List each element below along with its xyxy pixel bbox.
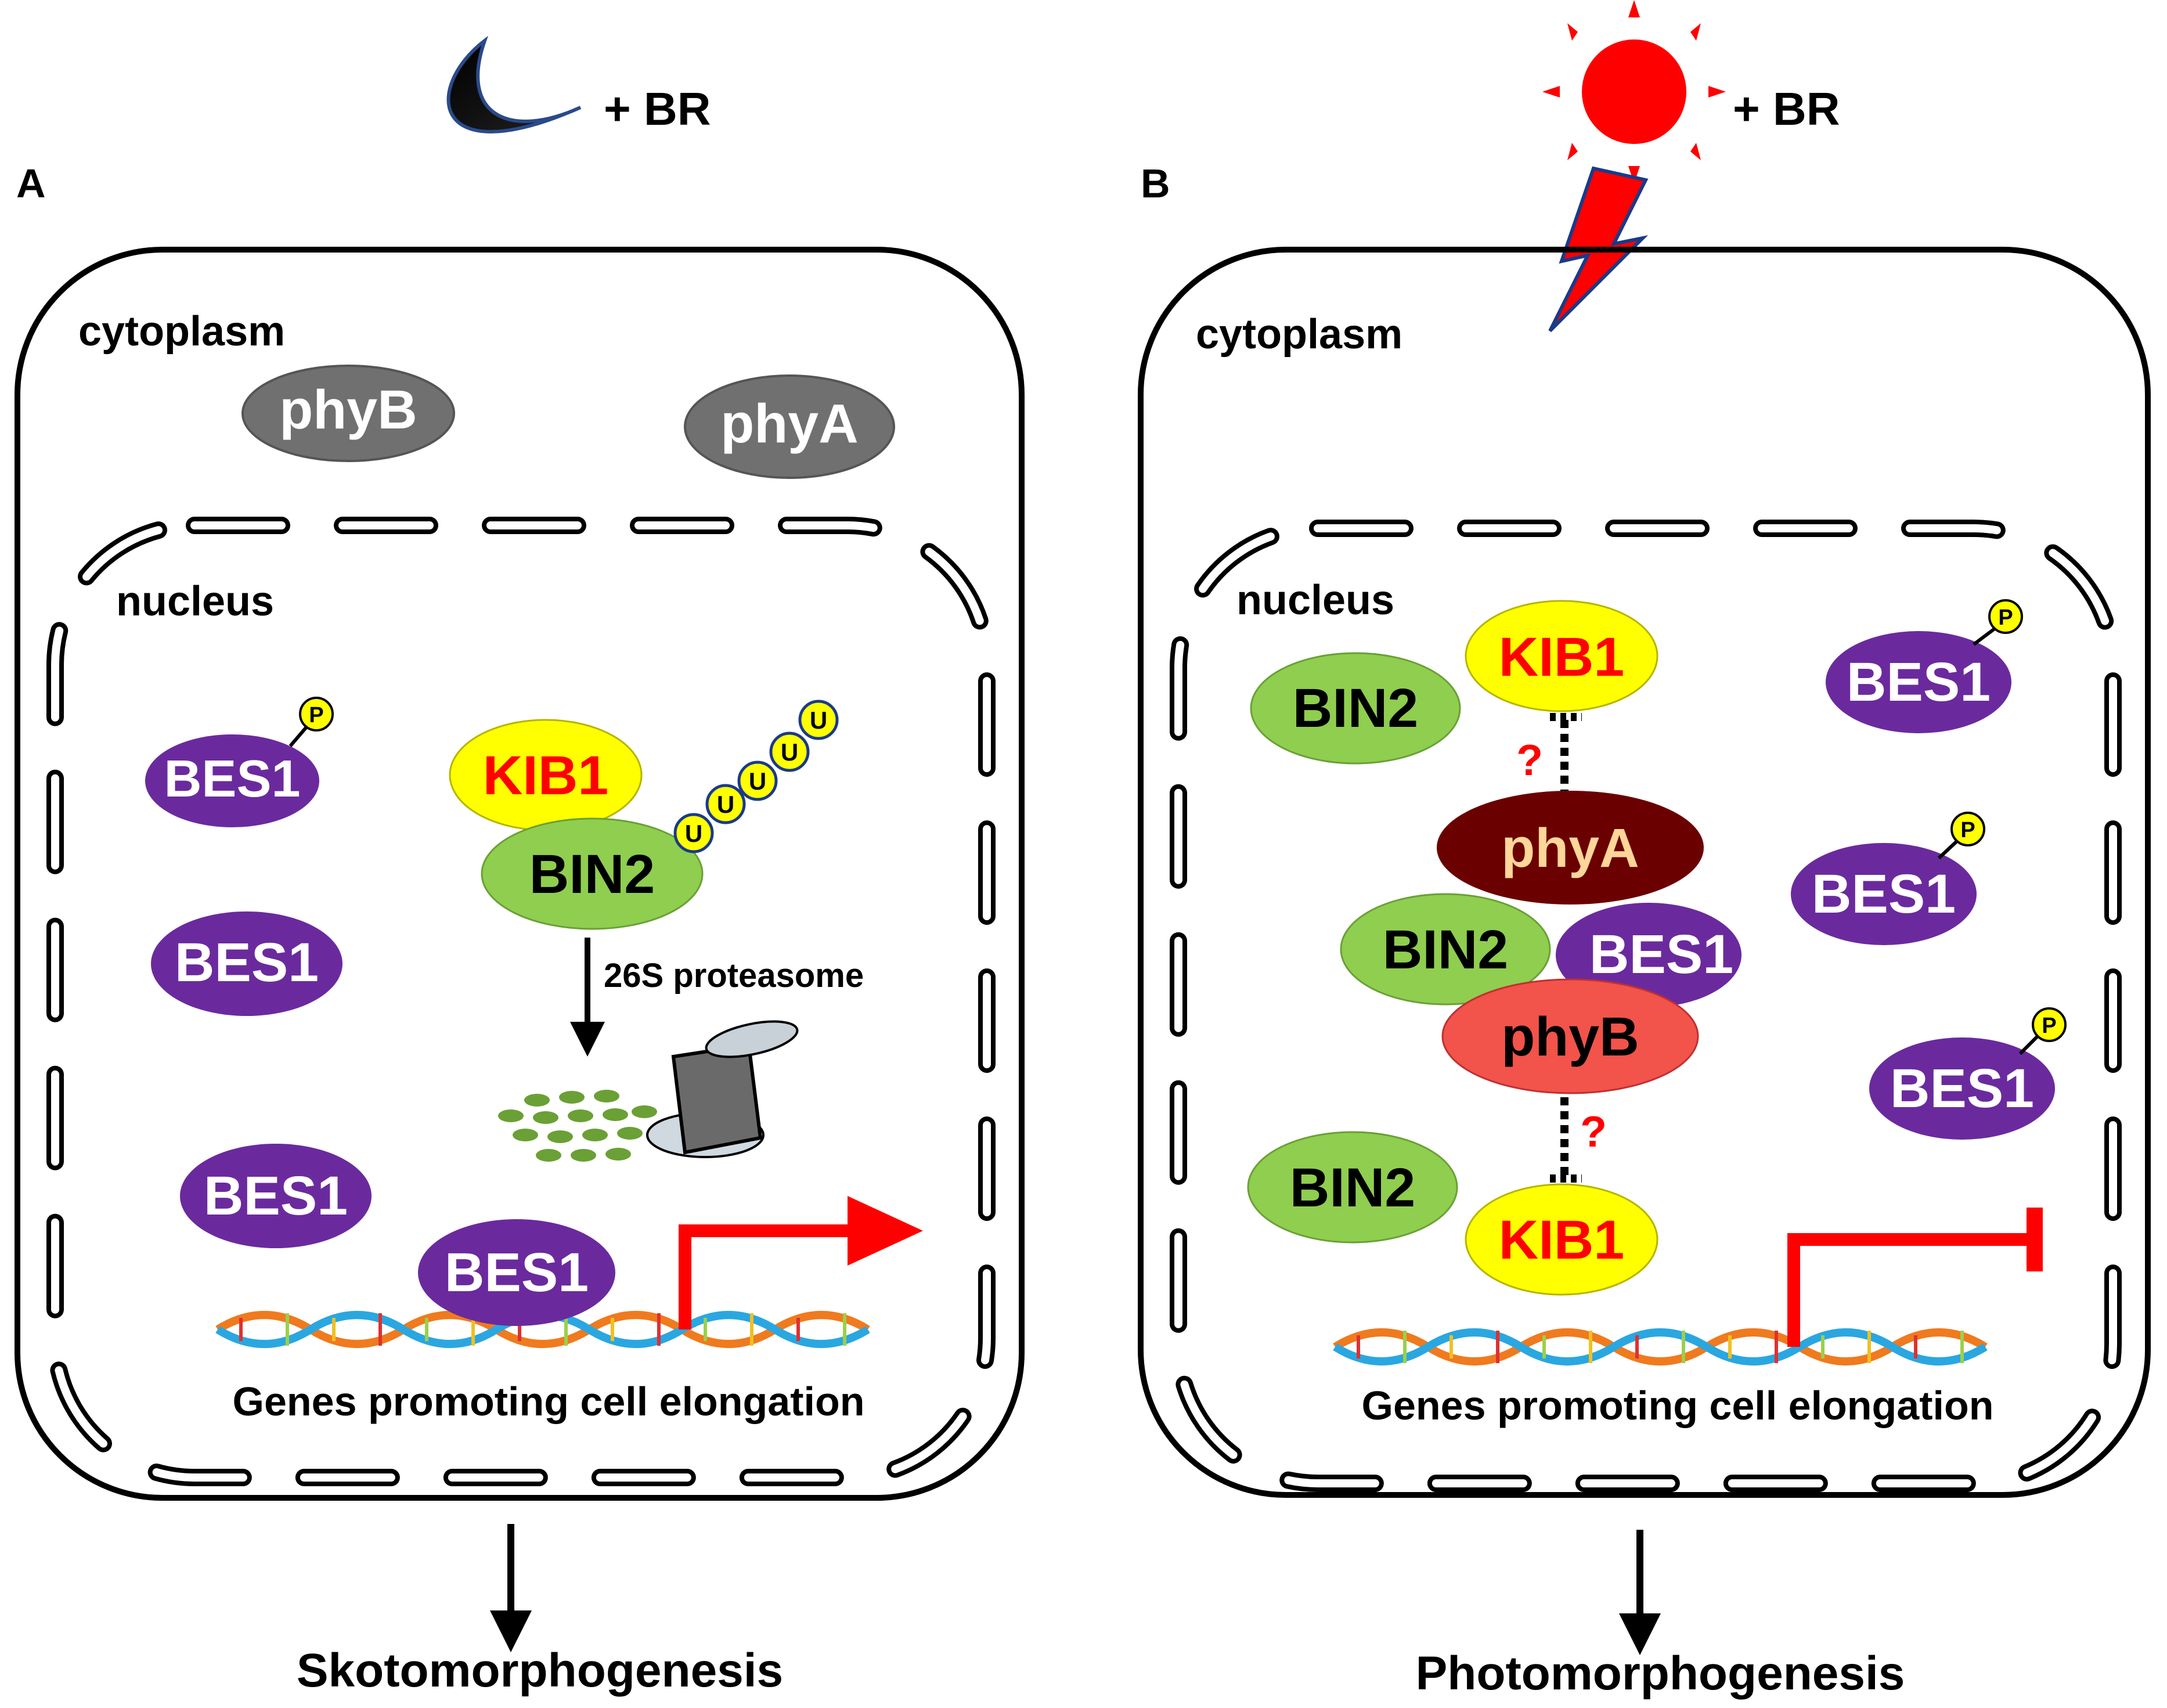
bes1-label: BES1 xyxy=(1589,924,1733,985)
bes1-phospho-b-2 xyxy=(1791,843,1977,945)
bin2-mid-b xyxy=(1340,893,1551,1006)
genes-label-b: Genes promoting cell elongation xyxy=(1362,1383,1994,1428)
panel-a-letter: A xyxy=(16,161,46,206)
cytoplasm-label-b: cytoplasm xyxy=(1196,311,1402,358)
bes1-phospho-a xyxy=(145,734,319,827)
bes1-label: BES1 xyxy=(164,750,300,808)
phyA-label-b: phyA xyxy=(1501,817,1639,879)
phosphate-label: P xyxy=(1998,606,2013,630)
bin2-label: BIN2 xyxy=(1290,1157,1415,1219)
bes1-label: BES1 xyxy=(1890,1058,2034,1119)
question-mark-top: ? xyxy=(1516,736,1543,784)
ubiquitin-chain: U U U U U xyxy=(673,700,839,853)
ubiquitin-label: U xyxy=(717,791,734,818)
bes1-phospho-b-1 xyxy=(1826,631,2011,733)
protein-fragments xyxy=(498,1090,657,1162)
bin2-topleft-b xyxy=(1250,652,1461,765)
kib1-top-b xyxy=(1465,600,1658,712)
activation-arrow xyxy=(679,1224,865,1329)
phosphate-label: P xyxy=(309,703,323,727)
panel-a: + BR A cytoplasm nucleus phyB phyA BES1 … xyxy=(15,35,1025,1697)
bin2-label: BIN2 xyxy=(1383,919,1508,981)
phyA-protein-a xyxy=(684,374,895,479)
repression-arrow xyxy=(1787,1233,2032,1347)
question-mark-bottom: ? xyxy=(1580,1107,1607,1156)
kib1-label: KIB1 xyxy=(1499,1209,1624,1271)
bes1-label: BES1 xyxy=(175,932,319,993)
bin2-label: BIN2 xyxy=(529,844,655,905)
cytoplasm-label-a: cytoplasm xyxy=(78,308,285,355)
ubiquitin-label: U xyxy=(749,767,766,795)
phyB-protein-b xyxy=(1441,978,1699,1094)
phyB-label-b: phyB xyxy=(1501,1006,1639,1068)
phosphate-icon xyxy=(299,697,334,732)
dna-helix-b xyxy=(1333,1328,1988,1365)
panel-b-letter: B xyxy=(1141,161,1170,206)
bin2-bottom-b xyxy=(1247,1131,1458,1244)
bes1-label: BES1 xyxy=(204,1165,348,1227)
phosphate-label: P xyxy=(2042,1014,2056,1038)
nucleus-label-b: nucleus xyxy=(1236,577,1394,624)
phosphate-icon xyxy=(2032,1007,2067,1042)
phyA-label-a: phyA xyxy=(720,393,859,455)
sun-icon xyxy=(1542,0,1726,183)
bes1-a-2 xyxy=(151,911,342,1016)
phyA-protein-b xyxy=(1437,791,1704,905)
bes1-label: BES1 xyxy=(1847,651,1991,713)
outcome-label-a: Skotomorphogenesis xyxy=(297,1644,783,1697)
bes1-a-3 xyxy=(180,1144,372,1248)
nucleus-label-a: nucleus xyxy=(116,578,274,625)
moon-icon xyxy=(446,35,582,134)
bes1-dna-bound-a xyxy=(418,1219,615,1326)
phyB-protein-a xyxy=(241,365,455,462)
outcome-label-b: Photomorphogenesis xyxy=(1416,1647,1905,1700)
kib1-label: KIB1 xyxy=(1499,626,1624,688)
panel-a-condition: + BR xyxy=(604,83,711,135)
kib1-bottom-b xyxy=(1465,1183,1658,1296)
bin2-label: BIN2 xyxy=(1293,678,1418,739)
ubiquitin-label: U xyxy=(685,820,702,847)
phosphate-icon xyxy=(1988,599,2023,634)
bin2-protein-a xyxy=(481,817,704,930)
panel-b-condition: + BR xyxy=(1733,83,1840,135)
bes1-label: BES1 xyxy=(445,1242,589,1303)
ubiquitin-label: U xyxy=(810,707,827,734)
ubiquitin-label: U xyxy=(781,738,798,766)
bes1-phospho-b-3 xyxy=(1869,1037,2055,1140)
kib1-label: KIB1 xyxy=(483,745,608,806)
phyB-label-a: phyB xyxy=(279,379,417,441)
proteasome-icon xyxy=(646,1020,799,1158)
phosphate-icon xyxy=(1950,812,1985,846)
bes1-label: BES1 xyxy=(1812,863,1956,925)
cell-wall-a xyxy=(15,247,1025,1501)
phosphate-label: P xyxy=(1960,818,1975,842)
cell-wall-b xyxy=(1138,247,2151,1498)
panel-b: + BR B cytoplasm nucleus BIN2 KIB1 ? BES… xyxy=(1138,0,2151,1700)
genes-label-a: Genes promoting cell elongation xyxy=(233,1379,865,1424)
proteasome-label: 26S proteasome xyxy=(604,957,864,994)
